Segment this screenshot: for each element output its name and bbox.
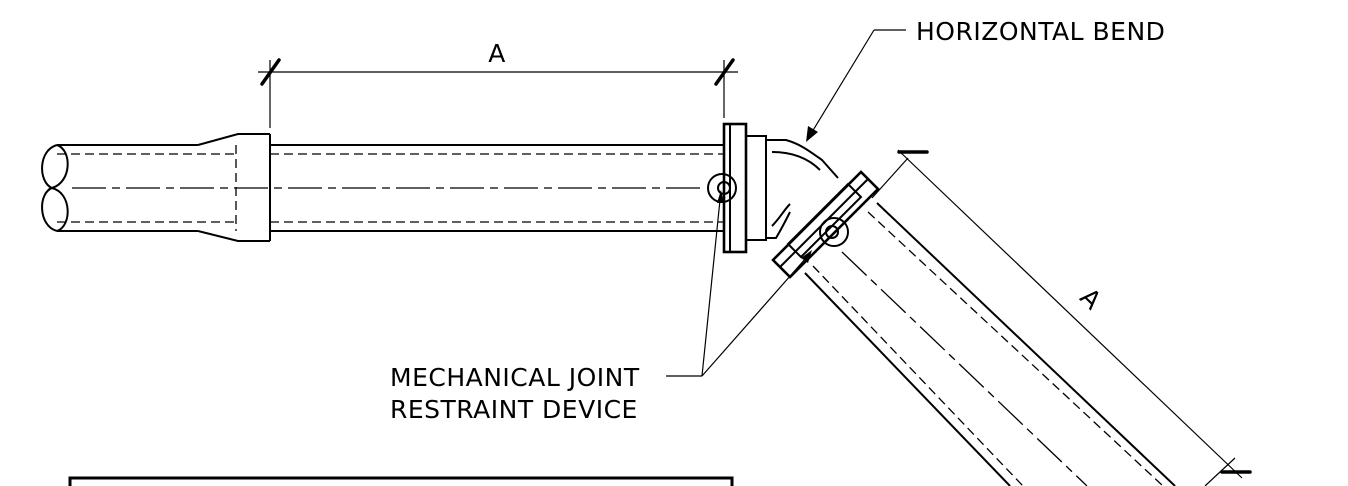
restraint-leader: [666, 190, 812, 377]
left-pipe: [41, 133, 724, 242]
dimension-label-diagonal: A: [1074, 282, 1107, 315]
restraint-device-horizontal: [707, 122, 767, 254]
table-frame: [68, 476, 734, 486]
diagonal-pipe: [804, 202, 1176, 486]
bend-leader: [806, 29, 906, 142]
restraint-label-line2: RESTRAINT DEVICE: [390, 395, 638, 424]
dimension-label-top: A: [488, 39, 506, 68]
dimension-top: [258, 58, 738, 128]
restraint-device-diagonal: [771, 170, 880, 279]
bend-label: HORIZONTAL BEND: [916, 17, 1165, 46]
restraint-label-line1: MECHANICAL JOINT: [390, 363, 640, 392]
dimension-diagonal: [871, 149, 1252, 486]
horizontal-bend: [766, 139, 839, 239]
